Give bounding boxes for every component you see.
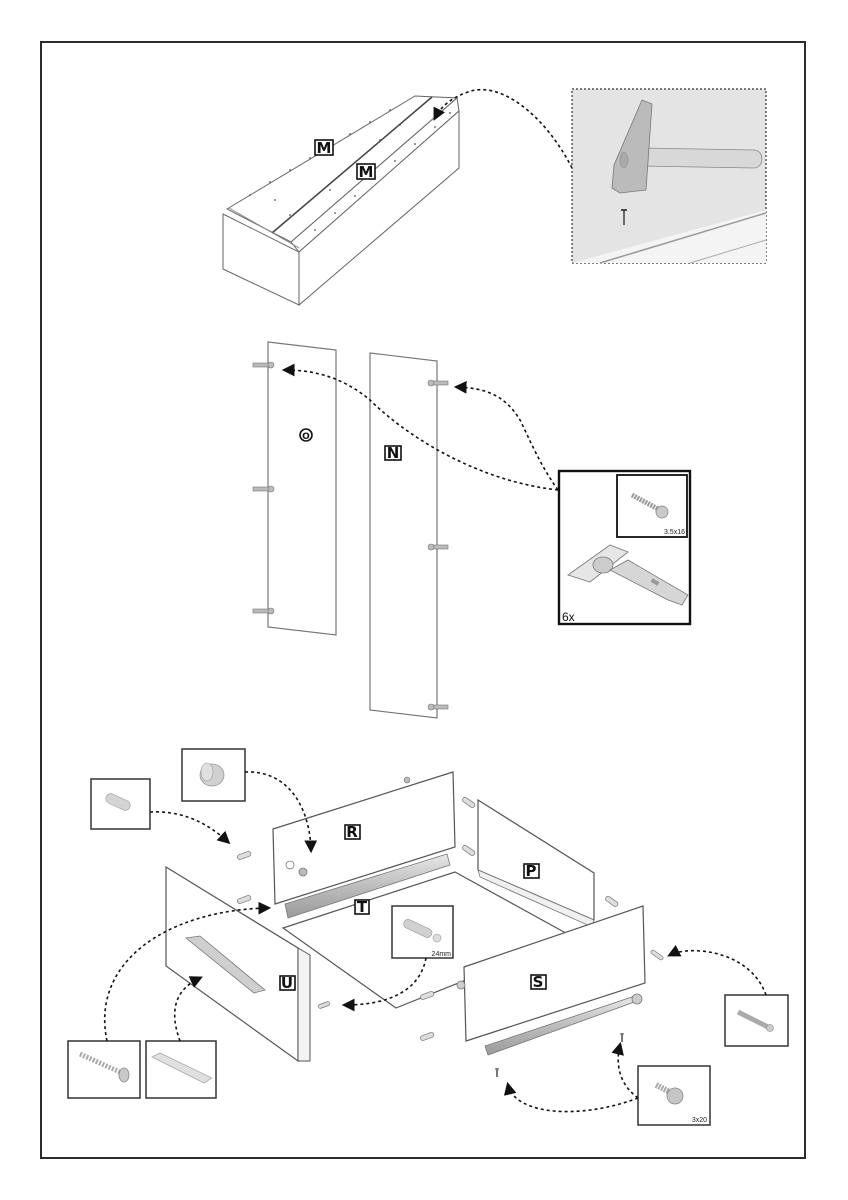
cam-lock-icon bbox=[199, 762, 225, 787]
confirmat-screw-icon bbox=[736, 1009, 774, 1032]
dowels bbox=[237, 796, 664, 1041]
hammer-detail-callout bbox=[571, 88, 767, 264]
svg-text:M: M bbox=[359, 163, 374, 181]
callout-confirmat-screw bbox=[724, 994, 789, 1047]
callout-long-screw bbox=[67, 1040, 141, 1099]
svg-text:R: R bbox=[346, 823, 358, 841]
drawer-panel-p: P bbox=[477, 798, 595, 928]
svg-text:N: N bbox=[387, 444, 400, 462]
callout-short-screw: 3x20 bbox=[637, 1065, 711, 1126]
panel-label-m2: M bbox=[356, 163, 376, 181]
small-screws bbox=[495, 1033, 624, 1077]
step1-carcass: M M bbox=[222, 88, 573, 307]
drawer-runner bbox=[284, 853, 451, 919]
handle-profile-icon bbox=[151, 1052, 213, 1084]
drawer-front-u: U bbox=[165, 865, 311, 1063]
drawer-panel-r: R bbox=[272, 771, 456, 919]
nail-dots bbox=[249, 109, 451, 231]
concealed-hinge-icon bbox=[567, 544, 689, 606]
svg-text:S: S bbox=[533, 973, 544, 991]
callout-arrows bbox=[104, 771, 767, 1113]
callout-handle-profile bbox=[145, 1040, 217, 1099]
panel-label-m1: M bbox=[314, 139, 334, 157]
svg-text:24mm: 24mm bbox=[432, 951, 452, 958]
screw-icon bbox=[630, 492, 669, 519]
callout-dowel bbox=[90, 778, 151, 830]
svg-text:U: U bbox=[281, 974, 293, 992]
callout-arrow bbox=[433, 88, 573, 169]
hammer-icon bbox=[611, 99, 763, 194]
hinge-detail-callout: 3.5x16 6x bbox=[557, 469, 692, 626]
svg-text:3.5x16: 3.5x16 bbox=[664, 529, 685, 536]
door-o: O bbox=[252, 341, 337, 636]
svg-text:3x20: 3x20 bbox=[692, 1117, 707, 1124]
callout-arrow bbox=[453, 380, 559, 491]
cam-bolt-icon bbox=[403, 919, 442, 943]
nail-icon bbox=[621, 209, 627, 225]
svg-text:T: T bbox=[357, 898, 368, 916]
handle-profile bbox=[185, 935, 266, 994]
wood-screw-icon bbox=[78, 1051, 130, 1083]
pan-head-screw-icon bbox=[654, 1082, 684, 1105]
hinge-marks bbox=[252, 361, 275, 615]
wooden-dowel-icon bbox=[105, 793, 131, 811]
svg-text:O: O bbox=[302, 432, 310, 442]
callout-cam-bolt: 24mm bbox=[391, 905, 454, 959]
svg-text:M: M bbox=[317, 139, 332, 157]
svg-text:6x: 6x bbox=[562, 610, 575, 624]
svg-text:P: P bbox=[526, 862, 537, 880]
page-frame bbox=[40, 41, 806, 1159]
callout-cam-lock bbox=[181, 748, 246, 802]
door-n: N bbox=[369, 352, 449, 719]
hinge-marks bbox=[427, 379, 449, 711]
drawer-panel-s: S bbox=[456, 905, 646, 1056]
